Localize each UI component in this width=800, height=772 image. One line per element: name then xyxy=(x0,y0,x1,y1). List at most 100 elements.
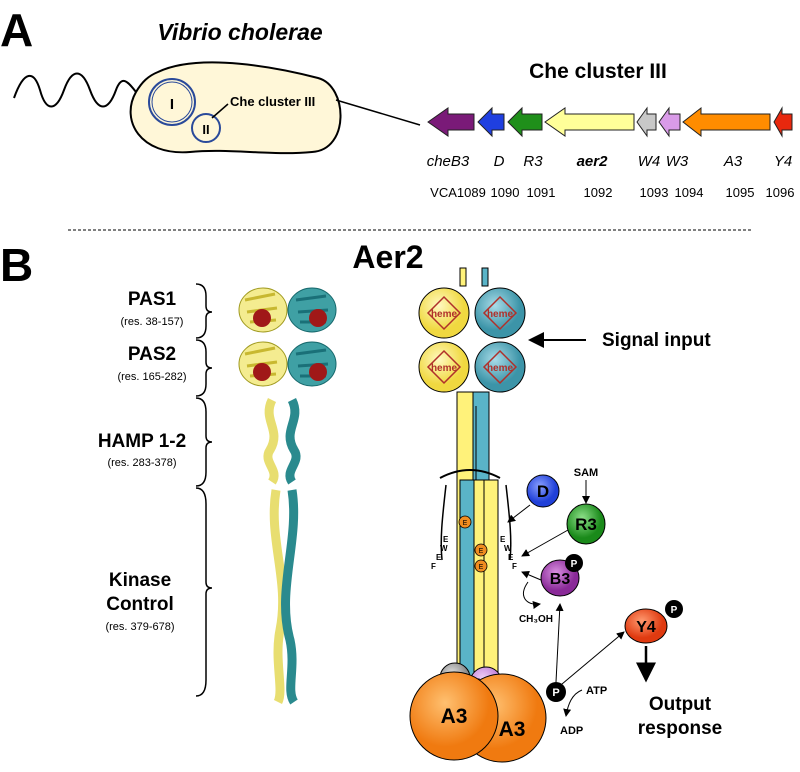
organism-name: Vibrio cholerae xyxy=(157,19,323,45)
operon xyxy=(427,106,793,138)
cheR3-label: R3 xyxy=(575,515,597,534)
gene-name: W3 xyxy=(666,153,689,170)
gene-loci: VCA1089 1090 1091 1092 1093 1094 1095 10… xyxy=(430,185,794,200)
signal-input-label: Signal input xyxy=(602,330,711,351)
domain-name: PAS1 xyxy=(128,289,177,310)
heme-ball xyxy=(253,363,271,381)
heme-ball xyxy=(309,309,327,327)
gene-name: aer2 xyxy=(577,153,609,170)
operon-connector xyxy=(335,99,421,126)
cheY4-protein xyxy=(624,608,668,644)
brace-kinase xyxy=(195,487,213,697)
cheD-label: D xyxy=(537,482,549,501)
pas1-yellow xyxy=(418,287,470,339)
heme-label: heme xyxy=(487,363,514,374)
methylation-sites: E E E xyxy=(458,515,488,573)
p-to-b3-arrow xyxy=(555,603,564,683)
gene-locus: 1090 xyxy=(491,185,520,200)
methyl-e: E xyxy=(479,564,484,571)
cheY4-label: Y4 xyxy=(636,619,656,636)
gene-locus: 1091 xyxy=(527,185,556,200)
gene-Y4-arrow xyxy=(773,106,793,138)
chromosome-1-label: I xyxy=(170,96,174,113)
gene-locus: 1095 xyxy=(726,185,755,200)
gene-locus: 1094 xyxy=(675,185,704,200)
chromosome-1 xyxy=(148,78,196,126)
gene-locus: 1093 xyxy=(640,185,669,200)
domain-range: (res. 379-678) xyxy=(105,621,174,633)
brace-pas1 xyxy=(195,283,213,339)
domain-braces xyxy=(195,283,213,697)
gene-name: R3 xyxy=(523,153,543,170)
ewef-letter: W xyxy=(440,544,448,553)
d-arrow xyxy=(507,504,531,523)
gene-locus: VCA1089 xyxy=(430,185,486,200)
ewef-letter: E xyxy=(436,553,442,562)
chromosome-1-inner xyxy=(151,81,193,123)
panel-a-letter: A xyxy=(0,4,33,56)
ribbon-structure xyxy=(238,287,337,705)
domain-range: (res. 165-282) xyxy=(117,371,186,383)
gene-W4-arrow xyxy=(636,106,657,138)
phospho-label: P xyxy=(671,605,678,616)
cheD-protein xyxy=(526,474,560,508)
gene-name: Y4 xyxy=(774,153,792,170)
pas1-teal xyxy=(474,287,526,339)
cluster-title: Che cluster III xyxy=(529,60,667,83)
heme-ball xyxy=(309,363,327,381)
domain-name: Kinase xyxy=(109,570,171,591)
aer2-title: Aer2 xyxy=(352,239,423,275)
heme-label: heme xyxy=(431,363,458,374)
methanol-arrow xyxy=(523,581,541,609)
domain-range: (res. 283-378) xyxy=(107,457,176,469)
brace-hamp xyxy=(195,397,213,487)
gene-name: D xyxy=(494,153,505,170)
output-line1: Output xyxy=(649,694,712,715)
panel-b-letter: B xyxy=(0,239,33,291)
gene-W3-arrow xyxy=(658,106,681,138)
gene-name: A3 xyxy=(723,153,743,170)
ewef-letter: E xyxy=(443,535,449,544)
ewef-right: E W E F xyxy=(500,535,517,571)
phospho-label: P xyxy=(571,559,578,570)
gene-locus: 1096 xyxy=(766,185,795,200)
domain-name: Control xyxy=(106,594,174,615)
methanol-label: CH₃OH xyxy=(519,614,553,625)
cheR3-protein xyxy=(566,503,606,545)
gene-R3-arrow xyxy=(507,106,543,138)
atp-label: ATP xyxy=(586,685,607,697)
sam-label: SAM xyxy=(574,467,598,479)
cluster-callout: Che cluster III xyxy=(230,94,315,109)
ewef-letter: F xyxy=(431,562,436,571)
brace-pas2 xyxy=(195,339,213,397)
cheA3-left xyxy=(409,671,499,761)
gene-A3-arrow xyxy=(682,106,771,138)
cheA3-label-left: A3 xyxy=(441,705,468,728)
receptor-schematic xyxy=(439,267,512,681)
gene-names: cheB3 D R3 aer2 W4 W3 A3 Y4 xyxy=(427,153,792,170)
p-to-y4-arrow xyxy=(561,631,625,685)
chromosome-2-label: II xyxy=(202,122,209,137)
pas2-teal xyxy=(474,341,526,393)
heme-label: heme xyxy=(487,309,514,320)
gene-aer2-arrow xyxy=(544,107,635,137)
flagellum xyxy=(13,72,137,108)
ewef-left: E W E F xyxy=(431,535,449,571)
chromosome-2 xyxy=(191,113,221,143)
ewef-letter: E xyxy=(508,553,514,562)
b3-arrow xyxy=(521,571,542,581)
cheB3-label: B3 xyxy=(550,571,571,588)
gene-locus: 1092 xyxy=(584,185,613,200)
adp-label: ADP xyxy=(560,725,583,737)
y4-phospho xyxy=(665,600,683,618)
heme-ball xyxy=(253,309,271,327)
phospho-label: P xyxy=(552,687,559,699)
a3-phospho xyxy=(546,682,566,702)
heme-label: heme xyxy=(431,309,458,320)
heme-domains: heme heme heme heme xyxy=(418,287,526,393)
gene-D-arrow xyxy=(477,106,505,138)
gene-name: cheB3 xyxy=(427,153,470,170)
methyl-e: E xyxy=(463,520,468,527)
